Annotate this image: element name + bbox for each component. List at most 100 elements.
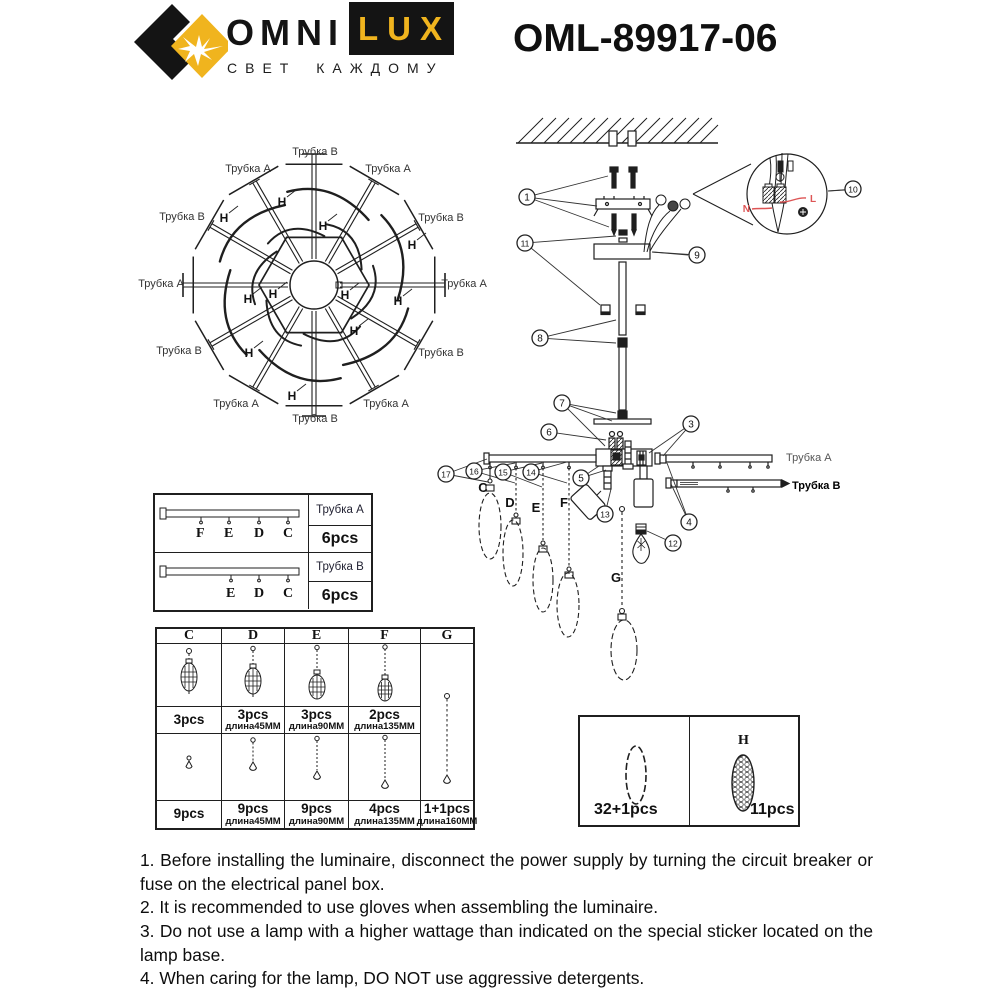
- qty-f2: 4pcs длина135MM: [349, 801, 421, 828]
- callout-leader-line: [530, 247, 601, 306]
- wires: [643, 194, 691, 253]
- hanging-rod: [593, 261, 652, 425]
- tube-a-name: Трубка A: [309, 495, 371, 526]
- drop-c-drawing: [157, 734, 222, 801]
- brand-omni-text: OMNI: [226, 12, 344, 53]
- topview-tube-label: Трубка A: [138, 278, 184, 290]
- tube-letter: C: [283, 586, 294, 601]
- topview-tube-label: Трубка A: [213, 398, 259, 410]
- callout-14: [522, 463, 540, 481]
- topview-tube-label: Трубка B: [156, 345, 202, 357]
- oval-crystal-drawing: [625, 745, 647, 805]
- qty-f1: 2pcs длина135MM: [349, 707, 421, 734]
- callout-11: [516, 234, 534, 252]
- brand-tagline: СВЕТ КАЖДОМУ: [227, 60, 444, 76]
- callout-9: [688, 246, 706, 264]
- callout-leader-line: [648, 428, 685, 454]
- mounting-bracket: [593, 166, 653, 243]
- drop-f-drawing: [349, 734, 421, 801]
- callout-number: 3: [688, 419, 694, 430]
- tube-b: [665, 477, 791, 493]
- callout-number: 17: [441, 469, 451, 479]
- qty-c2: 9pcs: [157, 801, 222, 828]
- ceiling-hatch: [516, 117, 719, 147]
- parts-table: C D E F G 3pcs 3pcs длина45MM: [155, 627, 478, 830]
- h-marker-label: H: [220, 211, 229, 225]
- qty-value: 3pcs: [237, 706, 269, 722]
- callout-leader-line: [606, 488, 612, 507]
- h-marker-label: H: [269, 287, 278, 301]
- callout-leader-line: [666, 462, 687, 515]
- instruction-item: 3. Do not use a lamp with a higher watta…: [140, 921, 873, 965]
- qty-value: 4pcs: [369, 801, 400, 817]
- net-crystal-qty: 11pcs: [750, 801, 795, 818]
- len-value: длина135MM: [354, 721, 415, 733]
- assembly-label: E: [532, 500, 541, 515]
- col-header-d: D: [222, 628, 285, 644]
- canopy: [593, 243, 651, 316]
- candle-bulb: [632, 523, 650, 564]
- qty-e1: 3pcs длина90MM: [285, 707, 349, 734]
- callout-8: [531, 329, 549, 347]
- callout-number: 12: [668, 538, 678, 548]
- qty-value: 9pcs: [173, 806, 205, 822]
- callout-leader-line: [534, 199, 610, 228]
- callout-15: [494, 463, 512, 481]
- callout-number: 10: [848, 184, 858, 194]
- callout-leader-line: [534, 175, 609, 196]
- tube-letter: D: [254, 526, 265, 541]
- qty-value: 9pcs: [301, 801, 332, 817]
- qty-g2: 1+1pcs длина160MM: [417, 801, 478, 828]
- callout-leader-line: [588, 469, 607, 476]
- callout-number: 16: [469, 466, 479, 476]
- callout-leader-line: [547, 338, 617, 344]
- qty-value: 9pcs: [237, 801, 269, 817]
- topview-tube-label: Трубка A: [441, 278, 487, 290]
- starburst-icon: [178, 35, 223, 66]
- callout-7: [553, 394, 571, 412]
- oval-crystal-qty: 32+1pcs: [594, 801, 658, 818]
- tube-a: [654, 452, 773, 469]
- chain-g-drawing: [421, 644, 473, 801]
- qty-value: 1+1pcs: [423, 801, 471, 817]
- callout-4: [680, 513, 698, 531]
- qty-value: 3pcs: [173, 711, 205, 727]
- callout-leader-line: [651, 251, 690, 255]
- wiring-detail-circle: [692, 152, 846, 235]
- pendant-e: [532, 468, 554, 613]
- callout-1: [518, 188, 536, 206]
- tube-a-drawing-cell: F E D C: [155, 495, 309, 553]
- callout-5: [572, 469, 590, 487]
- callout-leader-line: [567, 408, 606, 447]
- callout-number: 15: [498, 467, 508, 477]
- callout-17: [437, 465, 455, 483]
- h-marker-label: H: [245, 346, 254, 360]
- callout-leader-line: [670, 483, 686, 515]
- callout-10: [844, 180, 862, 198]
- col-header-c: C: [157, 628, 222, 644]
- h-marker-label: H: [341, 288, 350, 302]
- drop-e-drawing: [285, 734, 349, 801]
- callout-number: 1: [524, 192, 530, 203]
- topview-geometry: [182, 153, 446, 417]
- oval-crystal-cell: 32+1pcs: [580, 717, 690, 825]
- net-crystal-label: H: [738, 733, 749, 748]
- callout-number: 13: [600, 509, 610, 519]
- topview-tube-label: Трубка A: [225, 163, 271, 175]
- callout-16: [465, 462, 483, 480]
- callout-leader-line: [827, 189, 846, 192]
- tube-a-qty: 6pcs: [309, 526, 371, 553]
- qty-e2: 9pcs длина90MM: [285, 801, 349, 828]
- topview-tube-label: Трубка A: [363, 398, 409, 410]
- tube-b-qty: 6pcs: [321, 586, 359, 604]
- assembly-label: Трубка B: [792, 480, 840, 492]
- tube-letter: E: [224, 526, 234, 541]
- len-value: длина90MM: [288, 721, 345, 733]
- callout-number: 4: [686, 517, 692, 528]
- brand-lux-badge: LUX: [349, 2, 454, 55]
- assembly-label: Трубка A: [786, 452, 832, 464]
